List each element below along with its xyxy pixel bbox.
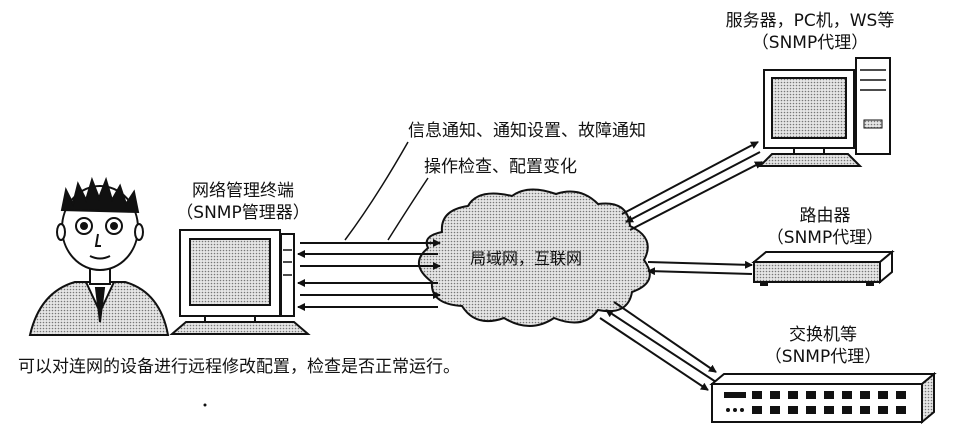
manager-terminal-icon bbox=[169, 229, 311, 335]
servers-label: 服务器，PC机，WS等 （SNMP代理） bbox=[710, 10, 910, 54]
manager-title: 网络管理终端 bbox=[192, 181, 294, 201]
switch-subtitle: （SNMP代理） bbox=[764, 347, 882, 367]
caption: 可以对连网的设备进行远程修改配置，检查是否正常运行。 bbox=[18, 357, 460, 377]
message-line-1: 信息通知、通知设置、故障通知 bbox=[408, 121, 646, 141]
network-label: 局域网，互联网 bbox=[470, 249, 583, 268]
router-subtitle: （SNMP代理） bbox=[766, 228, 884, 248]
cloud-router-arrows bbox=[647, 260, 753, 276]
router-title: 路由器 bbox=[799, 206, 851, 226]
cloud-server-arrows bbox=[621, 141, 763, 231]
servers-title: 服务器，PC机，WS等 bbox=[725, 11, 895, 31]
manager-cloud-arrows bbox=[297, 239, 441, 311]
router-label: 路由器 （SNMP代理） bbox=[740, 205, 910, 249]
switch-title: 交换机等 bbox=[789, 325, 857, 345]
message-line-2: 操作检查、配置变化 bbox=[424, 157, 577, 177]
stray-dot bbox=[203, 403, 207, 407]
message-leader-lines bbox=[344, 141, 429, 241]
cloud-switch-arrows bbox=[599, 301, 717, 391]
manager-subtitle: （SNMP管理器） bbox=[176, 203, 310, 223]
switch-icon bbox=[709, 371, 937, 425]
person-illustration bbox=[28, 176, 170, 336]
switch-ports bbox=[752, 391, 906, 414]
servers-subtitle: （SNMP代理） bbox=[751, 33, 869, 53]
switch-label: 交换机等 （SNMP代理） bbox=[738, 324, 908, 368]
router-icon bbox=[751, 249, 895, 286]
manager-label: 网络管理终端 （SNMP管理器） bbox=[158, 180, 328, 224]
server-pc-icon bbox=[757, 57, 891, 167]
